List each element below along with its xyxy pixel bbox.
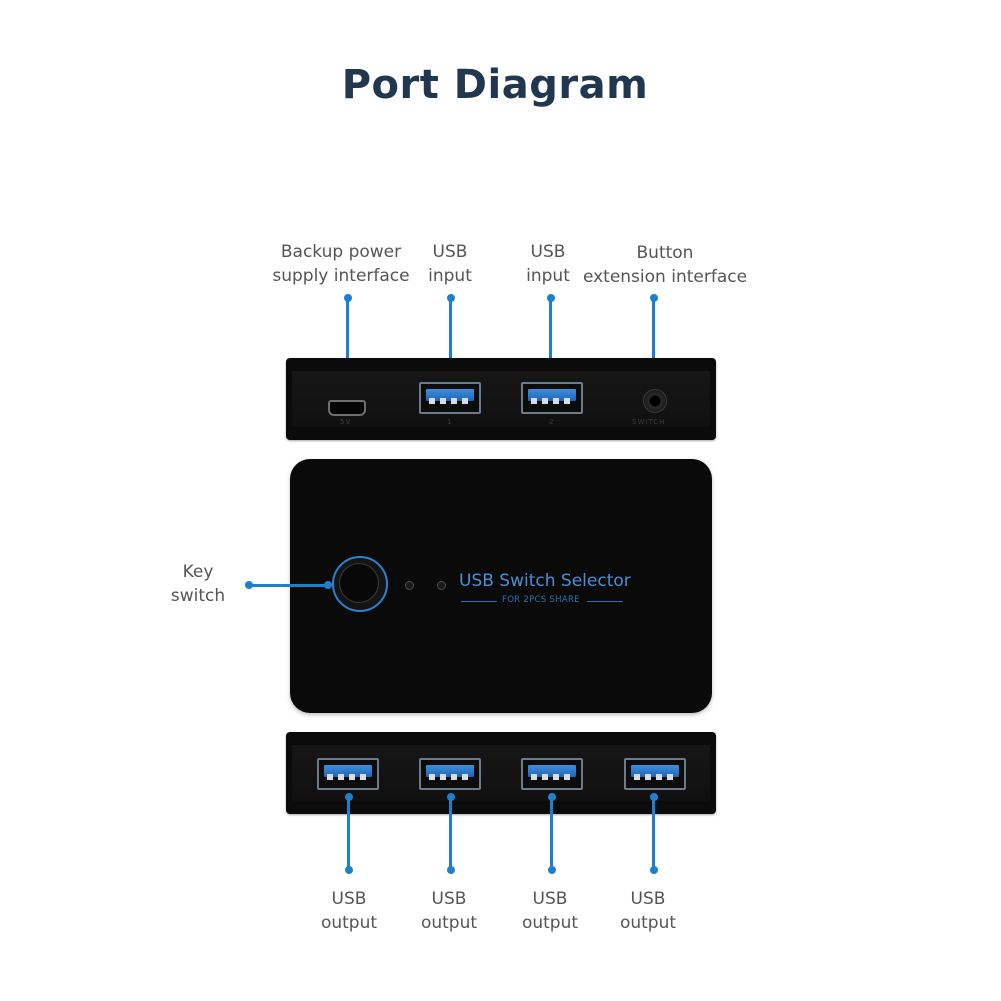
usb-input-port-2 <box>521 382 583 414</box>
sub-line-left <box>461 601 497 602</box>
label-usb-output-2: USB output <box>420 889 478 933</box>
usb-pins <box>429 398 471 404</box>
usb-pins <box>634 774 676 780</box>
label-usb-output-4: USB output <box>619 889 677 933</box>
usb-pins <box>531 774 573 780</box>
button-extension-jack <box>643 389 667 413</box>
dot-usb-output-3 <box>548 793 556 801</box>
label-key-switch: Key switch <box>170 562 226 606</box>
leader-usb-output-1 <box>347 797 350 869</box>
dot-key-switch <box>245 581 253 589</box>
label-usb-output-1: USB output <box>320 889 378 933</box>
led-indicator-2 <box>437 581 446 590</box>
leader-usb-output-4 <box>652 797 655 869</box>
dot-usb-input-1 <box>447 294 455 302</box>
dot-button-extension <box>650 294 658 302</box>
device-sub-text: FOR 2PCS SHARE <box>502 595 580 605</box>
led-indicator-1 <box>405 581 414 590</box>
leader-usb-input-1 <box>449 298 452 378</box>
dot-usb-output-4-end <box>650 866 658 874</box>
dot-usb-output-2 <box>447 793 455 801</box>
micro-usb-port <box>328 400 366 416</box>
dot-usb-output-2-end <box>447 866 455 874</box>
usb-output-port-4 <box>624 758 686 790</box>
usb-output-port-2 <box>419 758 481 790</box>
back-panel-face <box>292 371 710 427</box>
usb-output-port-3 <box>521 758 583 790</box>
label-usb-output-3: USB output <box>521 889 579 933</box>
leader-button-extension <box>652 298 655 378</box>
label-usb-input-2: USB input <box>526 242 570 286</box>
label-usb-input-1: USB input <box>428 242 472 286</box>
dot-key-switch-end <box>324 581 332 589</box>
dot-usb-output-4 <box>650 793 658 801</box>
usb-pins <box>429 774 471 780</box>
dot-usb-output-1-end <box>345 866 353 874</box>
dot-usb-input-2 <box>547 294 555 302</box>
dot-backup-power <box>344 294 352 302</box>
usb-pins <box>327 774 369 780</box>
usb-input-port-1 <box>419 382 481 414</box>
label-backup-power: Backup power supply interface <box>272 242 410 286</box>
page-title: Port Diagram <box>341 62 649 108</box>
device-brand-text: USB Switch Selector <box>459 571 631 591</box>
leader-usb-output-2 <box>449 797 452 869</box>
usb-output-port-1 <box>317 758 379 790</box>
leader-key-switch <box>250 584 328 587</box>
port-mark-1: 1 <box>447 418 453 426</box>
port-mark-5v: 5V <box>340 418 352 426</box>
usb-pins <box>531 398 573 404</box>
device-sub-text-row: FOR 2PCS SHARE <box>461 595 623 607</box>
leader-backup-power <box>346 298 349 390</box>
label-button-extension: Button extension interface <box>582 243 748 287</box>
port-mark-2: 2 <box>549 418 555 426</box>
leader-usb-input-2 <box>549 298 552 378</box>
key-switch-button <box>339 563 379 603</box>
dot-usb-output-3-end <box>548 866 556 874</box>
leader-usb-output-3 <box>550 797 553 869</box>
dot-usb-output-1 <box>345 793 353 801</box>
port-mark-switch: SWITCH <box>632 418 666 426</box>
sub-line-right <box>587 601 623 602</box>
